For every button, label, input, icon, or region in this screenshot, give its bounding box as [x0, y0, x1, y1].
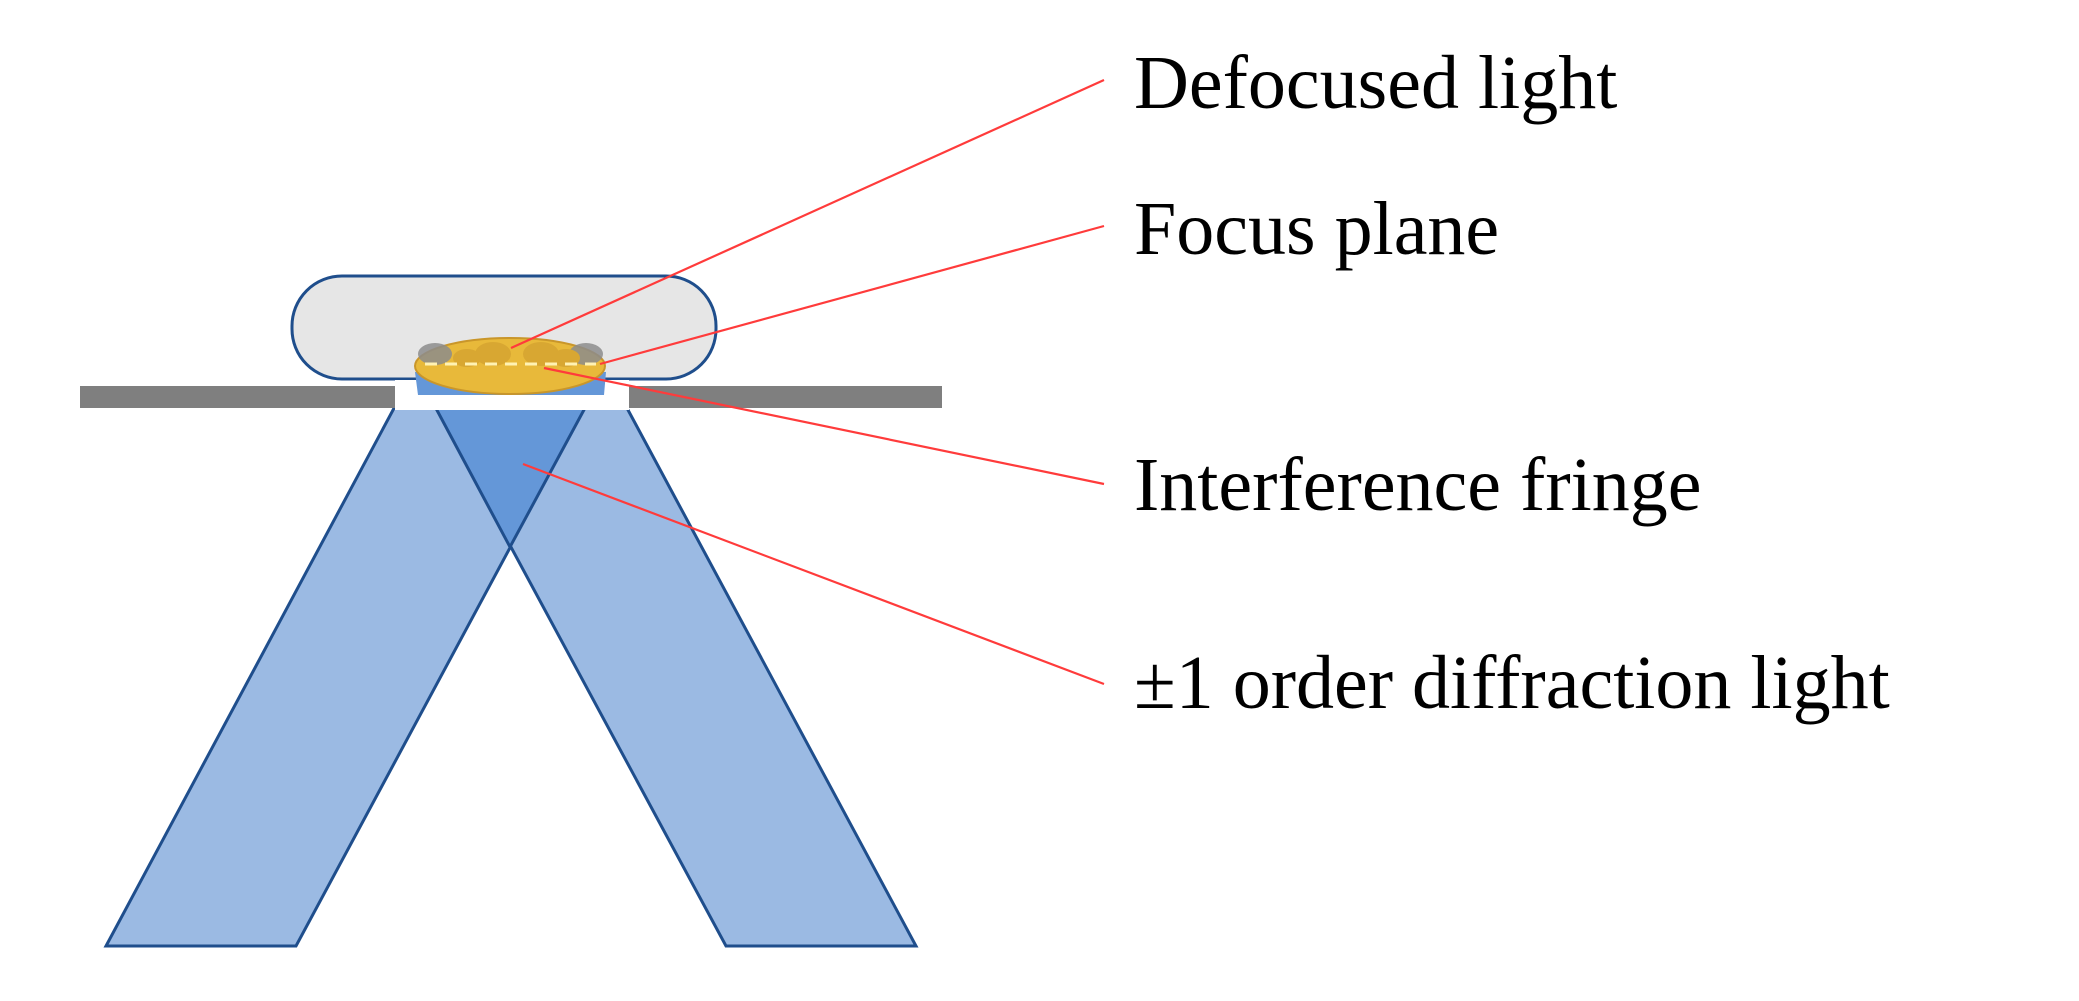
label-focus-plane: Focus plane [1134, 187, 1499, 271]
fringe-dot [523, 342, 559, 366]
label-defocused-light: Defocused light [1134, 41, 1617, 125]
fringe-dot [475, 342, 511, 366]
leader-line-focus-plane [599, 224, 1105, 366]
leader-line-diffraction [522, 462, 1105, 686]
label-interference-fringe: Interference fringe [1134, 443, 1701, 527]
leader-line-defocused [510, 78, 1105, 350]
leader-line-interference [543, 366, 1105, 486]
label-diffraction-light: ±1 order diffraction light [1134, 641, 1890, 725]
particle-left [418, 343, 452, 365]
